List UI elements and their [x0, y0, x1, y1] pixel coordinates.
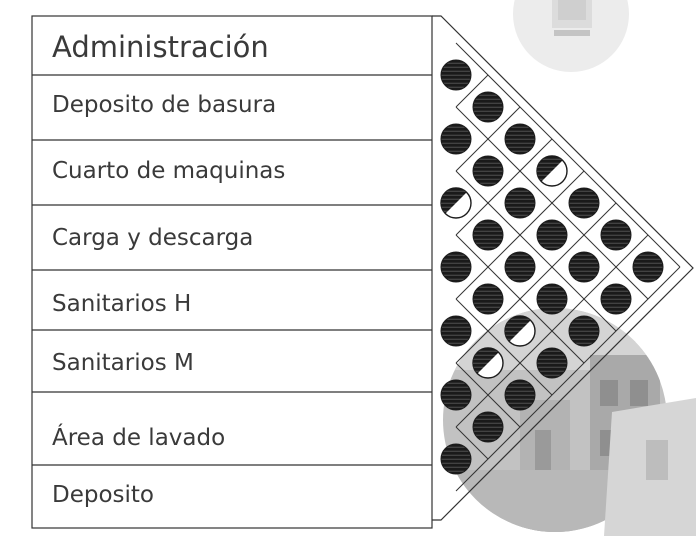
- mark-circle: [472, 219, 504, 251]
- matrix-gridline: [455, 74, 489, 108]
- mark-circle: [472, 91, 504, 123]
- mark-circle: [504, 123, 536, 155]
- mark-circle: [440, 315, 472, 347]
- matrix-gridline: [455, 170, 585, 300]
- full-circle-mark: [440, 123, 472, 155]
- matrix-gridline: [455, 170, 617, 332]
- mark-circle: [632, 251, 664, 283]
- mark-circle: [472, 283, 504, 315]
- full-circle-mark: [536, 219, 568, 251]
- half-circle-mark: [472, 347, 504, 379]
- full-circle-mark: [440, 443, 472, 475]
- mark-circle: [440, 443, 472, 475]
- matrix-gridline: [455, 138, 553, 236]
- matrix-outline: [432, 15, 694, 521]
- mark-half-fill: [537, 156, 563, 182]
- matrix-gridline: [455, 298, 553, 396]
- mark-half-fill: [505, 316, 531, 342]
- matrix-gridline: [455, 426, 489, 460]
- mark-circle: [472, 155, 504, 187]
- mark-circle: [440, 251, 472, 283]
- mark-circle: [536, 347, 568, 379]
- row-label-3: Carga y descarga: [52, 225, 254, 251]
- label-panel-frame: [31, 15, 433, 529]
- mark-circle: [504, 187, 536, 219]
- mark-half-fill: [473, 348, 499, 374]
- matrix-title: Administración: [52, 30, 269, 64]
- mark-circle: [504, 379, 536, 411]
- full-circle-mark: [440, 59, 472, 91]
- matrix-gridline: [455, 202, 617, 364]
- mark-circle: [568, 315, 600, 347]
- mark-half-fill: [441, 188, 467, 214]
- mark-circle: [568, 251, 600, 283]
- mark-circle: [440, 379, 472, 411]
- full-circle-mark: [472, 283, 504, 315]
- full-circle-mark: [440, 379, 472, 411]
- half-circle-mark: [440, 187, 472, 219]
- row-label-1: Deposito de basura: [52, 92, 277, 118]
- matrix-outer-edge: [432, 15, 694, 521]
- full-circle-mark: [440, 251, 472, 283]
- mark-circle: [472, 411, 504, 443]
- full-circle-mark: [472, 155, 504, 187]
- full-circle-mark: [568, 315, 600, 347]
- mark-circle: [440, 123, 472, 155]
- full-circle-mark: [472, 411, 504, 443]
- mark-circle: [536, 283, 568, 315]
- matrix-gridline: [455, 234, 649, 428]
- matrix-gridlines: [455, 42, 681, 492]
- full-circle-mark: [504, 187, 536, 219]
- full-circle-mark: [568, 251, 600, 283]
- matrix-gridline: [455, 42, 681, 268]
- full-circle-mark: [568, 187, 600, 219]
- mark-circle: [440, 59, 472, 91]
- full-circle-mark: [536, 283, 568, 315]
- full-circle-mark: [600, 219, 632, 251]
- full-circle-mark: [440, 315, 472, 347]
- row-label-2: Cuarto de maquinas: [52, 158, 286, 184]
- full-circle-mark: [504, 379, 536, 411]
- full-circle-mark: [632, 251, 664, 283]
- mark-circle: [536, 219, 568, 251]
- mark-circle: [600, 283, 632, 315]
- full-circle-mark: [504, 251, 536, 283]
- matrix-gridline: [455, 266, 681, 492]
- half-circle-mark: [536, 155, 568, 187]
- row-label-5: Sanitarios M: [52, 350, 194, 376]
- full-circle-mark: [472, 91, 504, 123]
- row-label-6: Área de lavado: [52, 425, 226, 451]
- emblem-logo: [513, 0, 629, 72]
- full-circle-mark: [536, 347, 568, 379]
- label-panel: [31, 15, 433, 529]
- matrix-gridline: [455, 106, 521, 172]
- mark-circle: [600, 219, 632, 251]
- row-label-7: Deposito: [52, 482, 154, 508]
- mark-circle: [504, 251, 536, 283]
- full-circle-mark: [504, 123, 536, 155]
- full-circle-mark: [472, 219, 504, 251]
- mark-circle: [568, 187, 600, 219]
- row-dividers: [32, 74, 432, 466]
- full-circle-mark: [600, 283, 632, 315]
- row-label-4: Sanitarios H: [52, 291, 192, 317]
- matrix-marks: [440, 59, 664, 475]
- half-circle-mark: [504, 315, 536, 347]
